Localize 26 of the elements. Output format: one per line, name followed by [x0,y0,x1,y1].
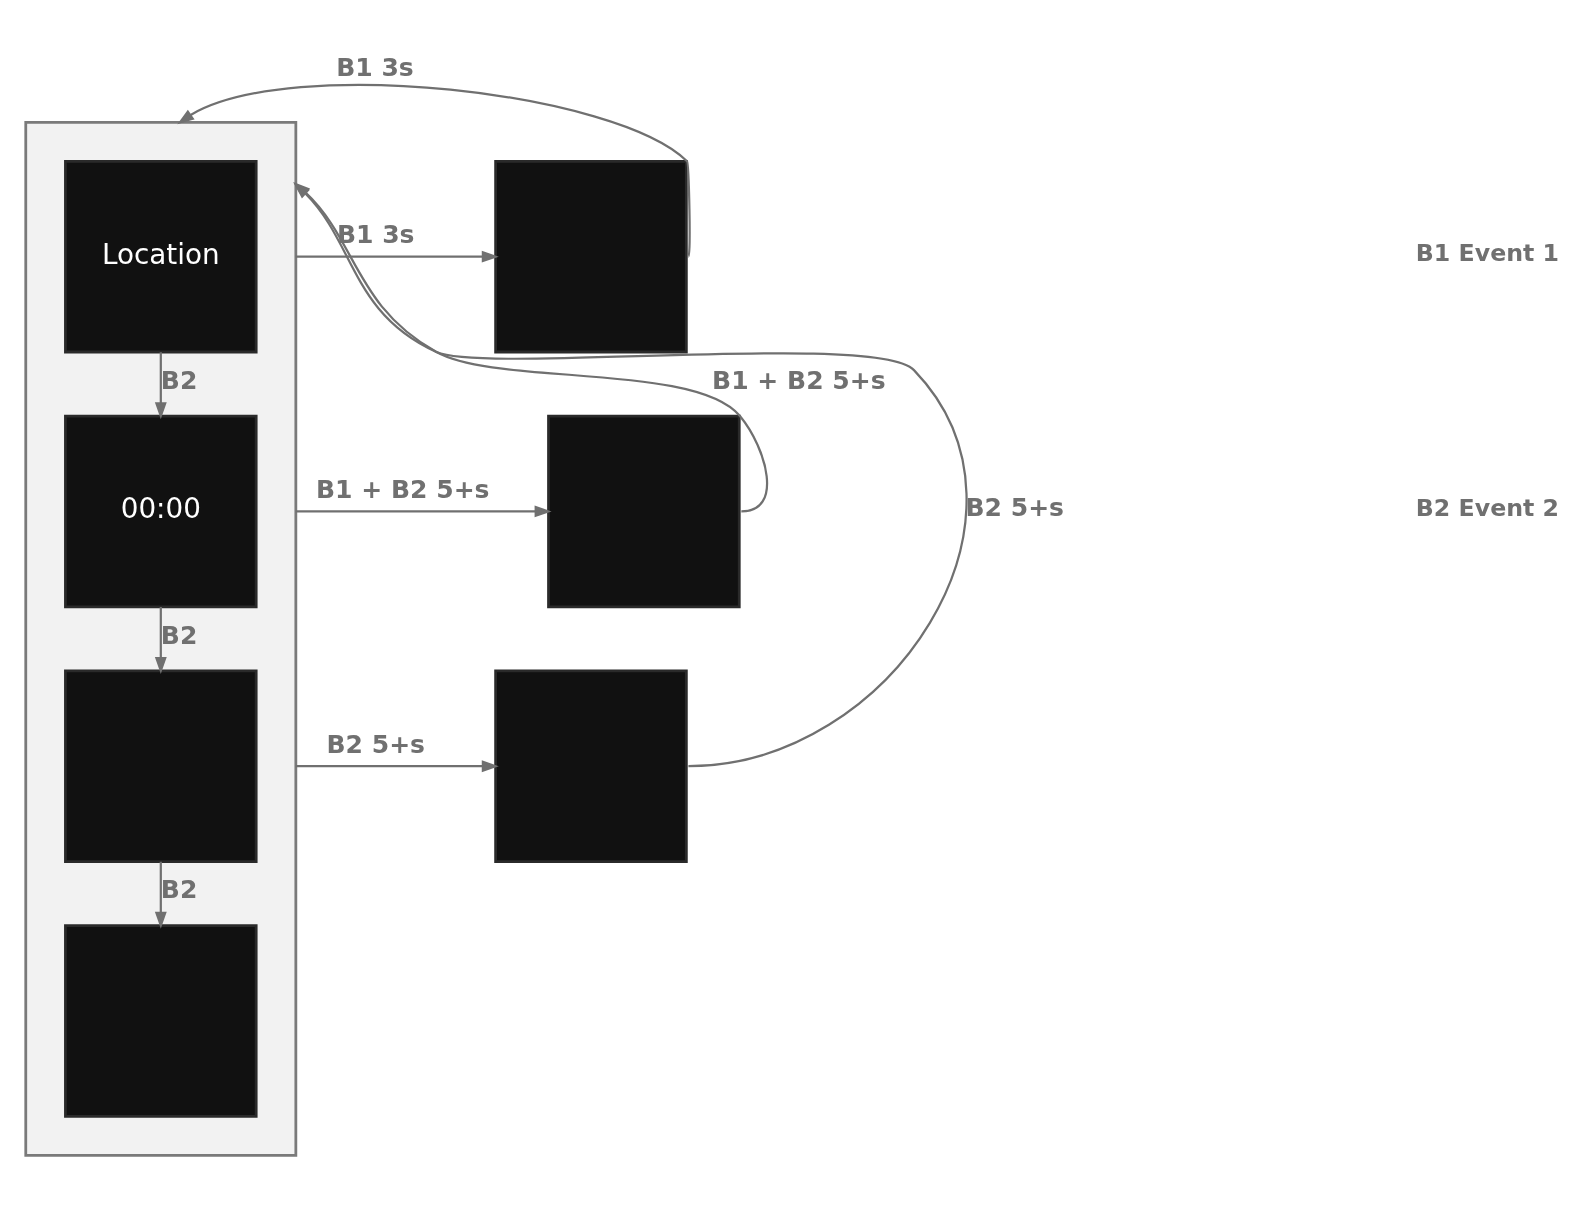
arrow [295,505,552,518]
label: B2 Event 2 [1415,493,1559,522]
arrow [295,250,499,263]
arrow [154,861,167,929]
node-box [546,414,741,609]
edge-label: B2 [160,620,197,650]
edge-label: B2 [160,365,197,395]
edge-label: B2 5+s [964,493,1064,523]
edge-label: B1 3s [335,53,414,83]
arrow [154,607,167,675]
edge-label: B1 3s [336,220,414,250]
edge-label: B2 5+s [325,729,425,759]
node-box: Location [63,159,258,354]
node-box [493,159,688,354]
node-box: 00:00 [63,414,258,609]
cluster [23,120,297,1157]
node-box [493,669,688,863]
label: B1 Event 1 [1415,238,1559,267]
arrow [295,760,499,773]
edge-label: B1 + B2 5+s [711,365,886,395]
node-box [63,924,258,1118]
arrow [154,352,167,420]
edge-label: B2 [160,875,197,905]
arrow [176,83,691,257]
node-box [63,669,258,863]
edge-label: B1 + B2 5+s [315,475,490,505]
